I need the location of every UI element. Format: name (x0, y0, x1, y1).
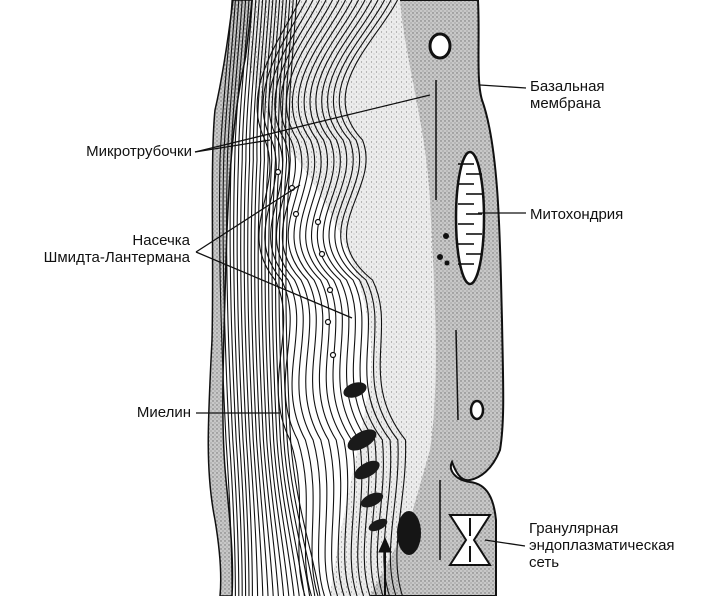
vacuole-top (430, 34, 450, 58)
label-incisure-line2: Шмидта-Лантермана (10, 249, 190, 266)
label-mitochondrion: Митохондрия (530, 206, 623, 223)
label-microtubules: Микротрубочки (30, 143, 192, 160)
small-vesicle (320, 252, 325, 257)
small-vesicle (328, 288, 333, 293)
dark-organelle (397, 511, 421, 555)
small-vesicle (331, 353, 336, 358)
vacuole-mid (471, 401, 483, 419)
label-er-line3: сеть (529, 554, 559, 571)
label-myelin: Миелин (60, 404, 191, 421)
label-basal-line2: мембрана (530, 95, 601, 112)
label-er-line1: Гранулярная (529, 520, 618, 537)
small-vesicle (294, 212, 299, 217)
small-vesicle (316, 220, 321, 225)
label-basal-line1: Базальная (530, 78, 605, 95)
mitochondrion (456, 152, 484, 284)
label-er-line2: эндоплазматическая (529, 537, 675, 554)
label-incisure-line1: Насечка (10, 232, 190, 249)
small-vesicle (326, 320, 331, 325)
small-vesicle (276, 170, 281, 175)
dark-inclusion (341, 379, 368, 400)
